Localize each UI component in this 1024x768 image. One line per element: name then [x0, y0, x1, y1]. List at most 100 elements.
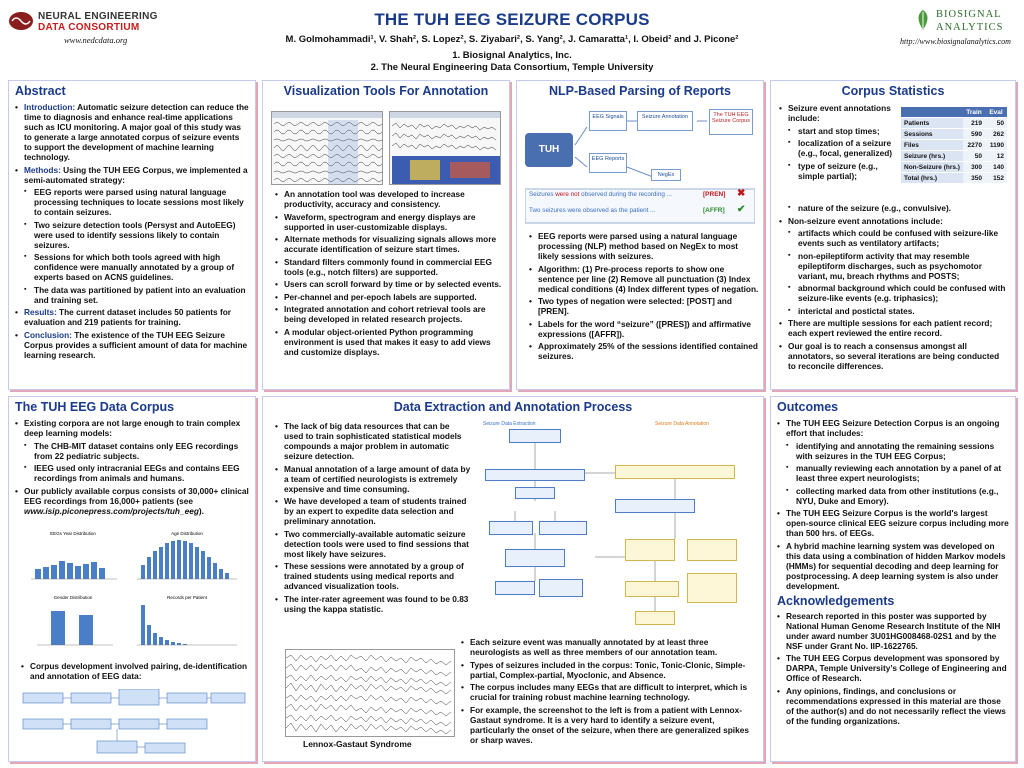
- brain-icon: [9, 12, 33, 30]
- viz-item-8: A modular object-oriented Python program…: [275, 327, 505, 357]
- abstract-title: Abstract: [15, 84, 66, 98]
- records-bars: [141, 605, 187, 645]
- chart-title-gender: Gender Distribution: [54, 595, 93, 600]
- chart-title-age: Age Distribution: [171, 531, 203, 536]
- nlp-item-4: Labels for the word “seizure” ([PRES]) a…: [529, 319, 759, 339]
- eeg-reports-box: EEG Reports: [589, 153, 627, 173]
- flow-box: [505, 549, 565, 567]
- extraction-title: Data Extraction and Annotation Process: [393, 400, 633, 414]
- outcomes-sub-1: identifying and annotating the remaining…: [777, 441, 1009, 461]
- nlp-diagram: TUH EEG Signals EEG Reports Seizure Anno…: [525, 107, 755, 225]
- stats-title: Corpus Statistics: [841, 84, 945, 98]
- nlp-item-1: EEG reports were parsed using a natural …: [529, 231, 759, 261]
- abstract-sub-1: EEG reports were parsed using natural la…: [15, 187, 249, 217]
- viz-item-2: Waveform, spectrogram and energy display…: [275, 212, 505, 232]
- tuh-block: TUH: [525, 133, 573, 167]
- eeg-signals-box: EEG Signals: [589, 111, 627, 131]
- extraction-item-3: We have developed a team of students tra…: [275, 496, 471, 526]
- url-right[interactable]: http://www.biosignalanalytics.com: [900, 37, 1011, 46]
- flow-box: [625, 581, 679, 597]
- abstract-panel: Abstract Introduction: Automatic seizure…: [8, 80, 256, 390]
- stats-sub2-1: artifacts which could be confused with s…: [779, 228, 1009, 248]
- corpus-item-2: Our publicly available corpus consists o…: [15, 486, 249, 516]
- nlp-item-5: Approximately 25% of the sessions identi…: [529, 341, 759, 361]
- corpus-item-3: Corpus development involved pairing, de-…: [21, 661, 253, 681]
- flowchart: Seizure Data Extraction Seizure Data Ann…: [475, 421, 757, 631]
- corpus-box: The TUH EEG Seizure Corpus: [709, 109, 753, 135]
- flow-right-title: Seizure Data Annotation: [655, 421, 709, 427]
- extraction-item2-4: For example, the screenshot to the left …: [461, 705, 759, 745]
- logo-left-line2: DATA CONSORTIUM: [38, 22, 140, 33]
- corpus-item-1: Existing corpora are not large enough to…: [15, 418, 249, 438]
- outcomes-item-2: The TUH EEG Seizure Corpus is the world'…: [777, 508, 1009, 538]
- eeg-waveform-image: [272, 112, 382, 184]
- flow-box: [687, 539, 737, 561]
- stats-item-4: Our goal is to reach a consensus amongst…: [779, 341, 1009, 371]
- abstract-conclusion: Conclusion: The existence of the TUH EEG…: [15, 330, 249, 360]
- nlp-diagram-arrows: [525, 120, 755, 224]
- age-bars: [141, 540, 229, 579]
- flow-box: [539, 579, 583, 597]
- logo-right-line2: ANALYTICS: [936, 22, 1004, 33]
- check-icon: ✔: [737, 204, 746, 215]
- stats-sub1-1: start and stop times;: [779, 126, 899, 136]
- cross-icon: ✖: [737, 188, 746, 199]
- flow-box: [615, 465, 735, 479]
- abstract-intro: Introduction: Automatic seizure detectio…: [15, 102, 249, 162]
- outcomes-item-1: The TUH EEG Seizure Detection Corpus is …: [777, 418, 1009, 438]
- ack-item-3: Any opinions, findings, and conclusions …: [777, 686, 1009, 726]
- flow-lines: [514, 441, 676, 611]
- flow-box: [495, 581, 535, 595]
- ack-item-1: Research reported in this poster was sup…: [777, 611, 1009, 651]
- flow-box: [489, 521, 533, 535]
- nlp-item-2: Algorithm: (1) Pre-process reports to sh…: [529, 264, 759, 294]
- chart-title-records: Records per Patient: [167, 595, 208, 600]
- poster-authors: M. Golmohammadi¹, V. Shah², S. Lopez², S…: [285, 34, 739, 45]
- flow-box: [615, 499, 695, 513]
- corpus-development-flow: [22, 689, 246, 754]
- flow-box: [635, 611, 675, 625]
- stats-sub1-2: localization of a seizure (e.g., focal, …: [779, 138, 899, 158]
- abstract-sub-2: Two seizure detection tools (Persyst and…: [15, 220, 249, 250]
- stats-sub1-4: nature of the seizure (e.g., convulsive)…: [779, 203, 1009, 213]
- ack-title: Acknowledgements: [777, 593, 895, 608]
- outcomes-item-3: A hybrid machine learning system was dev…: [777, 541, 1009, 591]
- corpus-charts: EEGs Year Distribution Age Distribution …: [31, 531, 237, 646]
- viz-item-4: Standard filters commonly found in comme…: [275, 257, 505, 277]
- nlp-example-row-1: Seizures were not observed during the re…: [529, 191, 672, 198]
- spectrogram-image: [390, 112, 500, 184]
- viz-item-1: An annotation tool was developed to incr…: [275, 189, 505, 209]
- abstract-sub-4: The data was partitioned by patient into…: [15, 285, 249, 305]
- flow-box: [539, 521, 587, 535]
- extraction-item-5: These sessions were annotated by a group…: [275, 561, 471, 591]
- viz-item-7: Integrated annotation and cohort retriev…: [275, 304, 505, 324]
- stats-sub1-3: type of seizure (e.g., simple partial);: [779, 161, 899, 181]
- extraction-item2-1: Each seizure event was manually annotate…: [461, 637, 759, 657]
- extraction-panel: Data Extraction and Annotation Process T…: [262, 396, 764, 762]
- year-bars: [35, 561, 105, 579]
- outcomes-sub-2: manually reviewing each annotation by a …: [777, 463, 1009, 483]
- extraction-item-2: Manual annotation of a large amount of d…: [275, 464, 471, 494]
- affiliation-1: 1. Biosignal Analytics, Inc.: [452, 50, 572, 61]
- nlp-item-3: Two types of negation were selected: [PO…: [529, 296, 759, 316]
- nlp-title: NLP-Based Parsing of Reports: [549, 84, 731, 98]
- poster-title: THE TUH EEG SEIZURE CORPUS: [374, 10, 650, 29]
- flow-box: [485, 469, 585, 481]
- flow-box: [509, 429, 561, 443]
- corpus-sub-2: IEEG used only intracranial EEGs and con…: [15, 463, 249, 483]
- negex-box: NegEx: [651, 169, 681, 181]
- abstract-results: Results: The current dataset includes 50…: [15, 307, 249, 327]
- flow-box: [625, 539, 675, 561]
- leaf-icon: [918, 10, 928, 30]
- data-corpus-panel: The TUH EEG Data Corpus Existing corpora…: [8, 396, 256, 762]
- tag-pren: [PREN]: [703, 191, 726, 198]
- outcomes-sub-3: collecting marked data from other instit…: [777, 486, 1009, 506]
- url-left[interactable]: www.nedcdata.org: [64, 35, 128, 45]
- gender-bars: [51, 611, 93, 645]
- annotation-tool-screenshot-2: [389, 111, 501, 185]
- viz-item-3: Alternate methods for visualizing signal…: [275, 234, 505, 254]
